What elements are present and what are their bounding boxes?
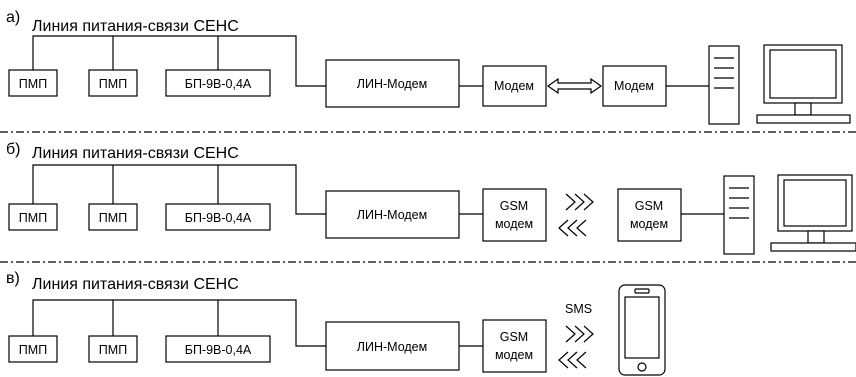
panel-a-modem-local-box xyxy=(482,65,547,107)
panel-a-bus-line xyxy=(32,35,326,87)
panel-a-pmp-1-box xyxy=(8,69,58,97)
panel-b-title: Линия питания-связи СЕНС xyxy=(32,145,239,162)
panel-c-wireless-signal-icon xyxy=(558,325,594,369)
panel-c-pmp-2-box xyxy=(88,335,138,363)
panel-a-power-unit-label: БП-9В-0,4А xyxy=(185,77,252,91)
panel-c-smartphone-icon xyxy=(618,284,666,376)
panel-a-pmp-2-box xyxy=(88,69,138,97)
panel-a-pmp-1-label: ПМП xyxy=(19,77,47,91)
panel-c-pmp-1-box xyxy=(8,335,58,363)
panel-c-sms-label: SMS xyxy=(565,302,592,316)
panel-a-modem-remote-box xyxy=(602,65,667,107)
panel-a-server-tower-icon xyxy=(708,45,740,125)
panel-c-pmp-2-label: ПМП xyxy=(99,343,127,357)
panel-a-pmp-2-label: ПМП xyxy=(99,77,127,91)
panel-c-gsm-local-box xyxy=(482,319,547,373)
panel-a-bidirectional-arrow-icon xyxy=(546,77,603,95)
panel-b-server-tower-icon xyxy=(723,175,755,255)
panel-a-lin-modem-box xyxy=(325,59,460,108)
panel-a-lin-modem-label: ЛИН-Модем xyxy=(357,77,427,91)
panel-c-gsm-local-line-2: модем xyxy=(495,348,533,362)
panel-a-letter: а) xyxy=(6,9,20,26)
panel-b-gsm-remote-line-2: модем xyxy=(630,217,668,231)
panel-b-wireless-signal-icon xyxy=(558,193,594,237)
panel-b-lin-modem-box xyxy=(325,190,460,239)
panel-a-monitor-icon xyxy=(756,44,851,124)
panel-b-pmp-2-box xyxy=(88,203,138,231)
panel-b-gsm-remote-line-1: GSM xyxy=(635,199,663,213)
panel-b-pmp-1-label: ПМП xyxy=(19,211,47,225)
panel-b-letter: б) xyxy=(6,141,21,158)
panel-b-monitor-icon xyxy=(770,174,856,252)
panel-a-power-unit-box xyxy=(165,69,271,97)
panel-b-bus-line xyxy=(32,164,326,215)
panel-b-gsm-local-box xyxy=(482,188,547,242)
panel-a-modem-local-label: Модем xyxy=(494,79,534,93)
panel-c-power-unit-label: БП-9В-0,4А xyxy=(185,343,252,357)
panel-c-bus-line xyxy=(32,299,326,347)
panel-a-modem-remote-label: Модем xyxy=(614,79,654,93)
panel-a-title: Линия питания-связи СЕНС xyxy=(32,18,239,35)
panel-b-gsm-local-line-1: GSM xyxy=(500,199,528,213)
panel-b-lin-modem-label: ЛИН-Модем xyxy=(357,208,427,222)
panel-c-pmp-1-label: ПМП xyxy=(19,343,47,357)
panel-c-letter: в) xyxy=(6,270,20,287)
panel-b: б) Линия питания-связи СЕНС ПМП ПМП БП-9… xyxy=(6,141,856,255)
panel-a: а) Линия питания-связи СЕНС ПМП ПМП БП-9… xyxy=(6,9,851,125)
panel-c-title: Линия питания-связи СЕНС xyxy=(32,276,239,293)
panel-c-lin-modem-label: ЛИН-Модем xyxy=(357,340,427,354)
panel-b-power-unit-label: БП-9В-0,4А xyxy=(185,211,252,225)
panel-b-gsm-local-line-2: модем xyxy=(495,217,533,231)
panel-b-power-unit-box xyxy=(165,203,271,231)
panel-b-pmp-1-box xyxy=(8,203,58,231)
panel-c-power-unit-box xyxy=(165,335,271,363)
panel-b-pmp-2-label: ПМП xyxy=(99,211,127,225)
panel-c-gsm-local-line-1: GSM xyxy=(500,330,528,344)
panel-c-lin-modem-box xyxy=(325,321,460,371)
panel-c: в) Линия питания-связи СЕНС ПМП ПМП БП-9… xyxy=(6,270,666,376)
panel-b-gsm-remote-box xyxy=(617,188,682,242)
